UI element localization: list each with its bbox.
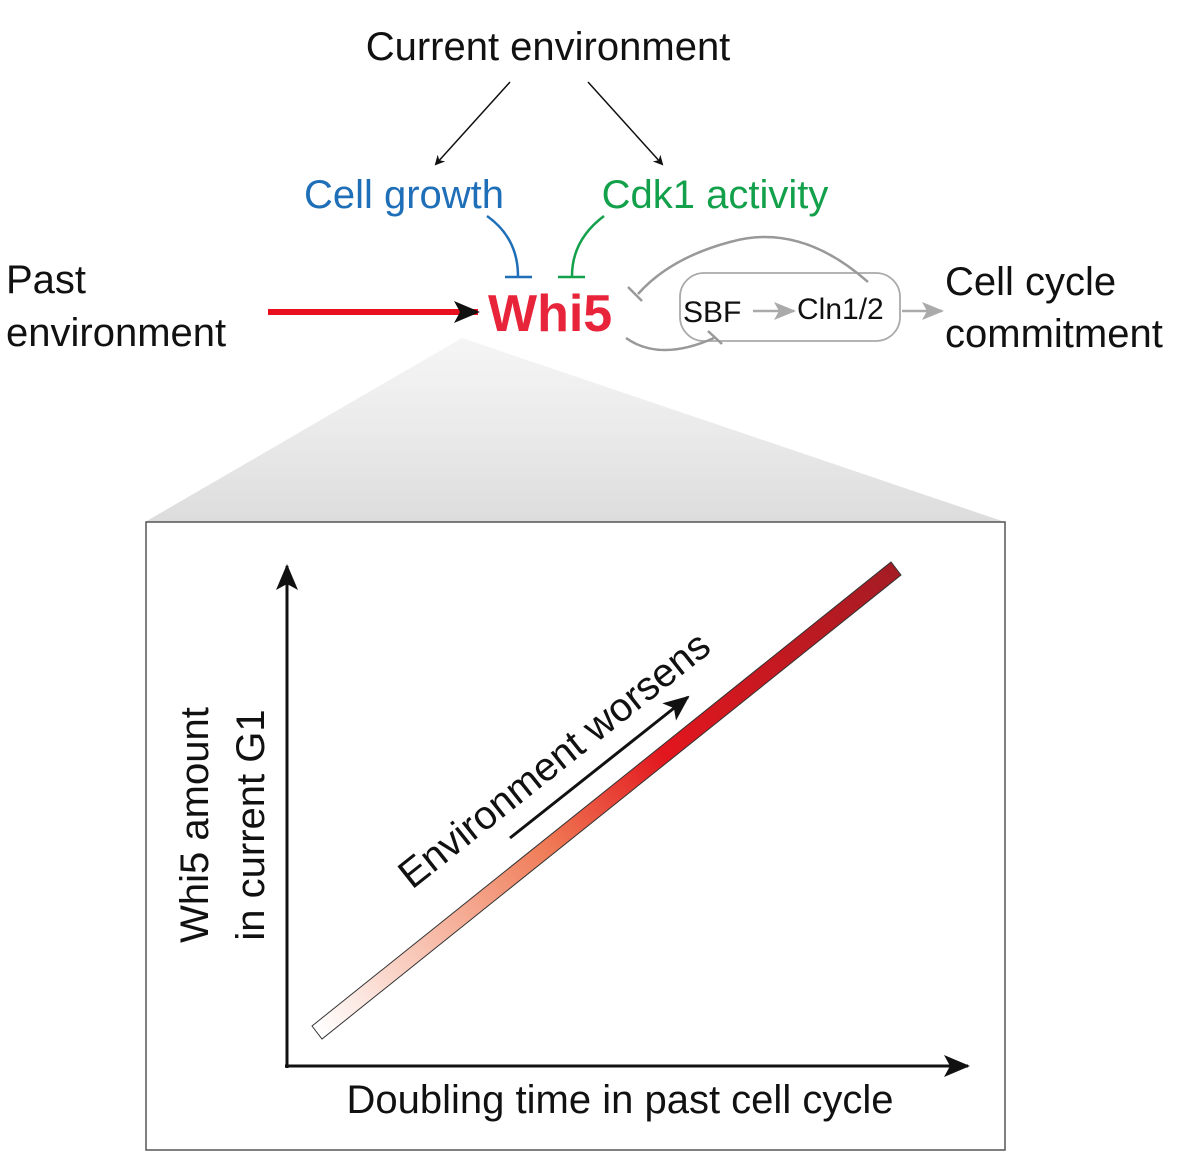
cdk1-inhibition (570, 215, 605, 277)
growth-inhibition (486, 214, 520, 277)
y-axis-label-line1: Whi5 amount (173, 707, 217, 943)
y-axis-label-line2: in current G1 (229, 709, 273, 940)
arrow-to-cdk1 (587, 81, 664, 166)
sbf-label: SBF (683, 296, 741, 329)
commitment-line2: commitment (945, 312, 1163, 356)
sbf-cln-module (679, 272, 901, 342)
cln-inhibits-whi5 (637, 235, 869, 295)
x-axis-label: Doubling time in past cell cycle (347, 1078, 894, 1122)
past-environment-line1: Past (6, 258, 86, 302)
current-environment-label: Current environment (366, 25, 731, 69)
cdk1-activity-label: Cdk1 activity (602, 173, 829, 217)
past-environment-line2: environment (6, 311, 226, 355)
environment-worsens-arrow (509, 695, 690, 840)
commitment-line1: Cell cycle (945, 260, 1116, 304)
whi5-label: Whi5 (488, 285, 612, 343)
whi5-inhibits-sbf-bar (707, 330, 723, 345)
whi5-inhibits-sbf (625, 336, 715, 352)
cln-label: Cln1/2 (797, 293, 884, 326)
zoom-projection (145, 338, 1005, 522)
cln-inhibits-whi5-bar (627, 286, 643, 302)
arrow-to-growth (434, 81, 511, 166)
cell-growth-label: Cell growth (304, 173, 504, 217)
whi5-trend-bar (311, 561, 902, 1040)
